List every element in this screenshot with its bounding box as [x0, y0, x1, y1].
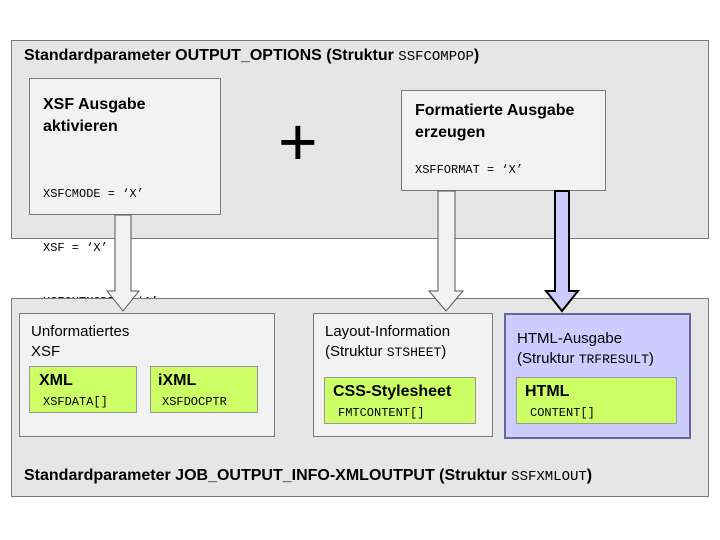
formatted-output-heading-line1: Formatierte Ausgabe: [415, 102, 575, 119]
formatted-output-heading: Formatierte Ausgabe erzeugen: [415, 100, 574, 144]
html-output-line2: (Struktur TRFRESULT): [517, 349, 654, 370]
xsf-line: XSF = ‘X’: [43, 241, 108, 255]
xsf-activate-heading-line1: XSF Ausgabe: [43, 96, 146, 113]
html-output-line2-end: ): [648, 350, 654, 367]
xsf-activate-heading-line2: aktivieren: [43, 118, 118, 135]
output-options-struct: SSFCOMPOP: [398, 49, 474, 65]
formatted-output-box: Formatierte Ausgabe erzeugen XSFFORMAT =…: [401, 90, 606, 191]
arrow-html-shape: [543, 190, 581, 313]
xmloutput-title-text: Standardparameter JOB_OUTPUT_INFO-XMLOUT…: [24, 467, 512, 484]
output-options-title-end: ): [473, 47, 480, 64]
css-stylesheet-box: CSS-Stylesheet FMTCONTENT[]: [324, 377, 476, 424]
layout-info-label: Layout-Information (Struktur STSHEET): [325, 322, 450, 363]
xsfcmode-line: XSFCMODE = ‘X’: [43, 187, 144, 201]
xmloutput-title-end: ): [586, 467, 593, 484]
ixml-heading: iXML: [158, 372, 197, 389]
html-output-line2-text: (Struktur: [517, 350, 579, 367]
output-options-title-text: Standardparameter OUTPUT_OPTIONS (Strukt…: [24, 47, 399, 64]
arrow-format-shape: [427, 190, 465, 312]
xsfformat-line: XSFFORMAT = ‘X’: [415, 163, 524, 177]
xsf-activate-heading: XSF Ausgabe aktivieren: [43, 94, 146, 138]
xsfdocptr-field: XSFDOCPTR: [162, 395, 227, 409]
layout-info-line1: Layout-Information: [325, 323, 451, 340]
xmloutput-title: Standardparameter JOB_OUTPUT_INFO-XMLOUT…: [24, 467, 592, 485]
layout-info-line2: (Struktur STSHEET): [325, 342, 450, 363]
unformatted-xsf-label: Unformatiertes XSF: [31, 322, 129, 362]
layout-info-line2-text: (Struktur: [325, 343, 387, 360]
stsheet-struct: STSHEET: [386, 345, 442, 360]
html-output-line1: HTML-Ausgabe: [517, 330, 623, 347]
ixml-box: iXML XSFDOCPTR: [150, 366, 258, 413]
arrow-xsf-shape: [105, 214, 141, 312]
html-output-label: HTML-Ausgabe (Struktur TRFRESULT): [517, 329, 654, 370]
css-stylesheet-heading: CSS-Stylesheet: [333, 383, 452, 400]
content-field: CONTENT[]: [530, 406, 595, 420]
formatted-output-heading-line2: erzeugen: [415, 124, 486, 141]
unformatted-xsf-line2: XSF: [31, 343, 61, 360]
xml-box: XML XSFDATA[]: [29, 366, 137, 413]
xsfdata-field: XSFDATA[]: [43, 395, 108, 409]
layout-info-line2-end: ): [441, 343, 447, 360]
output-options-title: Standardparameter OUTPUT_OPTIONS (Strukt…: [24, 47, 479, 65]
html-content-box: HTML CONTENT[]: [516, 377, 677, 424]
xml-heading: XML: [39, 372, 73, 389]
plus-sign: +: [278, 104, 318, 180]
trfresult-struct: TRFRESULT: [578, 352, 649, 367]
xmloutput-struct: SSFXMLOUT: [511, 469, 587, 485]
html-content-heading: HTML: [525, 383, 570, 400]
fmtcontent-field: FMTCONTENT[]: [338, 406, 425, 420]
unformatted-xsf-line1: Unformatiertes: [31, 323, 130, 340]
